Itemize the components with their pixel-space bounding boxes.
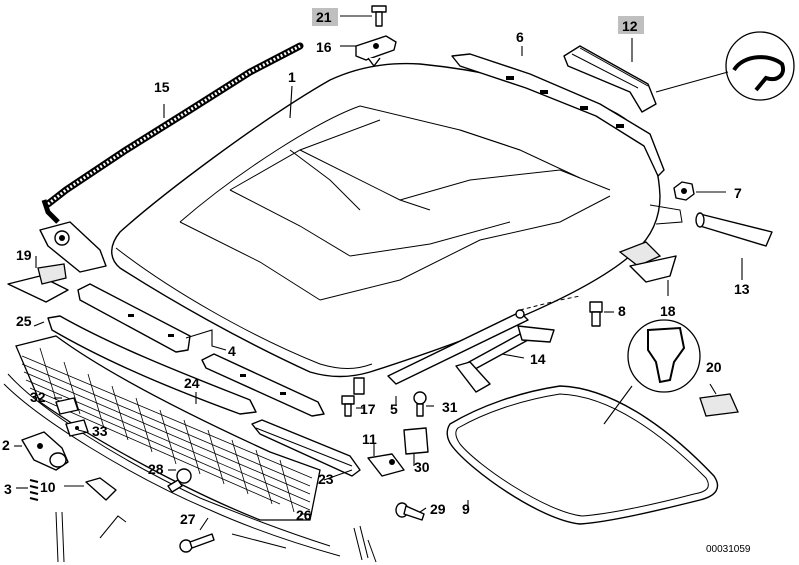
part-4-guide-rail-rear[interactable] — [201, 353, 325, 417]
part-29-screw[interactable] — [395, 502, 425, 521]
part-3-spring[interactable] — [29, 479, 39, 501]
callout-4[interactable]: 4 — [228, 343, 236, 359]
corner-mount-bracket — [39, 221, 107, 273]
callout-10[interactable]: 10 — [40, 479, 56, 495]
part-31-screw[interactable] — [413, 391, 427, 417]
part-9-seal-frame[interactable] — [446, 385, 719, 525]
part-8-bolt[interactable] — [589, 301, 603, 327]
callout-19[interactable]: 19 — [16, 247, 32, 263]
callout-1[interactable]: 1 — [288, 69, 296, 85]
callout-24[interactable]: 23 — [318, 471, 334, 487]
callout-15[interactable]: 15 — [154, 79, 170, 95]
callout-23[interactable]: 24 — [184, 375, 200, 391]
callout-21[interactable]: 21 — [316, 9, 332, 25]
callout-7[interactable]: 7 — [734, 185, 742, 201]
callout-30[interactable]: 30 — [414, 459, 430, 475]
part-19-bracket[interactable] — [7, 263, 69, 303]
rear-side-rail — [387, 295, 581, 385]
callout-27[interactable]: 27 — [180, 511, 196, 527]
part-20-pad[interactable] — [699, 393, 739, 417]
callout-32[interactable]: 32 — [30, 389, 46, 405]
part-17-screw[interactable] — [341, 395, 355, 417]
part-14-lever[interactable] — [455, 325, 555, 393]
part-30-bracket[interactable] — [403, 427, 429, 455]
highlight-12 — [618, 16, 644, 34]
callout-13[interactable]: 13 — [734, 281, 750, 297]
document-number: 00031059 — [706, 544, 751, 555]
part-24-side-rail[interactable] — [251, 419, 361, 477]
callout-2[interactable]: 2 — [2, 437, 10, 453]
part-33-clip[interactable] — [65, 419, 89, 437]
part-16-bracket[interactable] — [355, 35, 397, 67]
part-1-roof-panel[interactable] — [111, 62, 683, 378]
part-21-screw[interactable] — [371, 5, 387, 27]
callout-26[interactable]: 26 — [296, 507, 312, 523]
detail-circle-12 — [655, 31, 795, 101]
callout-3[interactable]: 3 — [4, 481, 12, 497]
part-26-wind-grille[interactable] — [15, 335, 321, 521]
part-7-nut[interactable] — [673, 181, 695, 201]
part-2-motor[interactable] — [21, 431, 69, 471]
callout-25[interactable]: 25 — [16, 313, 32, 329]
callout-11[interactable]: 11 — [362, 431, 377, 447]
part-27-screw[interactable] — [179, 533, 215, 553]
callout-20[interactable]: 20 — [706, 359, 722, 375]
part-13-drain-hose[interactable] — [695, 212, 773, 247]
part-10-connector[interactable] — [85, 477, 117, 501]
part-11-clip[interactable] — [367, 453, 405, 477]
callout-6[interactable]: 6 — [516, 29, 524, 45]
part-4-guide-rail-front[interactable] — [77, 283, 191, 353]
callout-17[interactable]: 17 — [360, 401, 376, 417]
part-6-guide-rail[interactable] — [451, 53, 665, 177]
callout-9[interactable]: 9 — [462, 501, 470, 517]
callout-29[interactable]: 29 — [430, 501, 446, 517]
drive-cable — [55, 511, 377, 563]
leader-lines — [14, 15, 743, 531]
callout-8[interactable]: 8 — [618, 303, 626, 319]
part-15-seal-strip[interactable] — [41, 42, 304, 224]
callout-14[interactable]: 14 — [530, 351, 546, 367]
part-18-bracket[interactable] — [618, 241, 677, 283]
callout-5[interactable]: 5 — [390, 401, 398, 417]
part-12-deflector-seal[interactable] — [563, 45, 657, 113]
part-5-pin[interactable] — [353, 377, 365, 395]
detail-circle-20 — [603, 319, 701, 425]
callout-16[interactable]: 16 — [316, 39, 332, 55]
callout-28[interactable]: 28 — [148, 461, 164, 477]
callout-12[interactable]: 12 — [622, 18, 638, 34]
highlight-21 — [312, 8, 338, 26]
part-25-front-frame[interactable] — [3, 315, 341, 557]
callout-33[interactable]: 33 — [92, 423, 108, 439]
callout-31[interactable]: 31 — [442, 399, 458, 415]
part-32-block[interactable] — [55, 397, 79, 415]
part-28-bolt[interactable] — [167, 468, 192, 493]
callout-18[interactable]: 18 — [660, 303, 676, 319]
